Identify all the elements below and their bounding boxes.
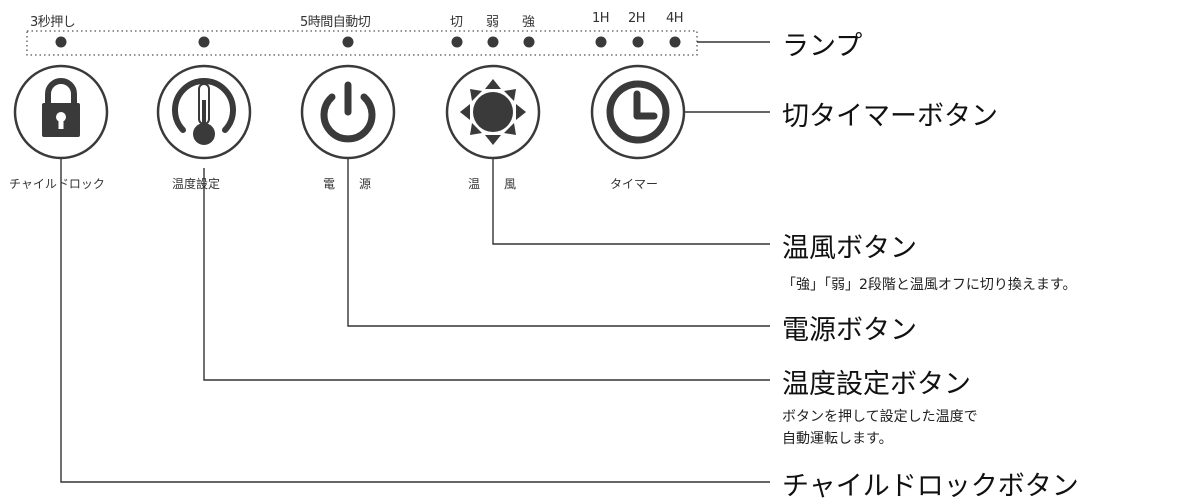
- leader-temp: [203, 168, 770, 381]
- lamp-label-three-sec: 3秒押し: [30, 15, 76, 30]
- callout-timer-off-button: 切タイマーボタン: [782, 101, 998, 132]
- lamp-strong: [523, 36, 535, 48]
- lamp-temp: [198, 36, 210, 48]
- child-lock-button[interactable]: [13, 64, 109, 160]
- button-label-warm-left: 温: [468, 177, 481, 191]
- leader-power: [347, 150, 770, 327]
- padlock-icon: [42, 78, 80, 137]
- callout-temp-button: 温度設定ボタン: [782, 369, 971, 400]
- desc-temp-line2: 自動運転します。: [782, 431, 893, 447]
- leader-warm: [492, 150, 770, 245]
- lamp-label-off: 切: [450, 15, 463, 30]
- desc-temp-line1: ボタンを押して設定した温度で: [782, 409, 978, 425]
- warm-air-button[interactable]: [445, 64, 541, 160]
- leader-lines: [60, 41, 770, 483]
- callout-power-button: 電源ボタン: [782, 315, 917, 346]
- lamp-1h: [595, 36, 607, 48]
- power-icon: [320, 81, 376, 143]
- power-button[interactable]: [300, 64, 396, 160]
- lamp-2h: [632, 36, 644, 48]
- lamp-4h: [669, 36, 681, 48]
- lamp-label-4h: 4H: [666, 11, 684, 26]
- button-label-child-lock: チャイルドロック: [9, 177, 105, 191]
- lamp-label-1h: 1H: [592, 11, 610, 26]
- lamp-label-2h: 2H: [628, 11, 646, 26]
- button-label-power-right: 源: [359, 177, 372, 191]
- callout-child-lock-button: チャイルドロックボタン: [782, 471, 1079, 502]
- fan-icon: [460, 79, 526, 145]
- lamp-label-weak: 弱: [486, 15, 499, 30]
- lamp-label-auto-off: 5時間自動切: [300, 15, 371, 30]
- button-label-timer: タイマー: [610, 177, 659, 191]
- lamp-label-strong: 強: [522, 15, 535, 30]
- lamp-child-lock: [55, 36, 67, 48]
- clock-icon: [606, 80, 670, 144]
- thermometer-icon: [172, 78, 236, 145]
- button-label-power-left: 電: [323, 177, 336, 191]
- lamp-off: [451, 36, 463, 48]
- lamp-power: [342, 36, 354, 48]
- desc-warm-air: 「強」「弱」2段階と温風オフに切り換えます。: [782, 277, 1077, 293]
- temp-setting-button[interactable]: [156, 64, 252, 160]
- callout-warm-air-button: 温風ボタン: [782, 233, 917, 264]
- button-label-temp: 温度設定: [172, 177, 221, 191]
- button-label-warm-right: 風: [504, 177, 517, 191]
- lamp-weak: [487, 36, 499, 48]
- lamp-group: [55, 36, 681, 48]
- leader-child-lock: [60, 158, 770, 483]
- timer-button[interactable]: [590, 64, 686, 160]
- callout-lamp: ランプ: [782, 31, 863, 62]
